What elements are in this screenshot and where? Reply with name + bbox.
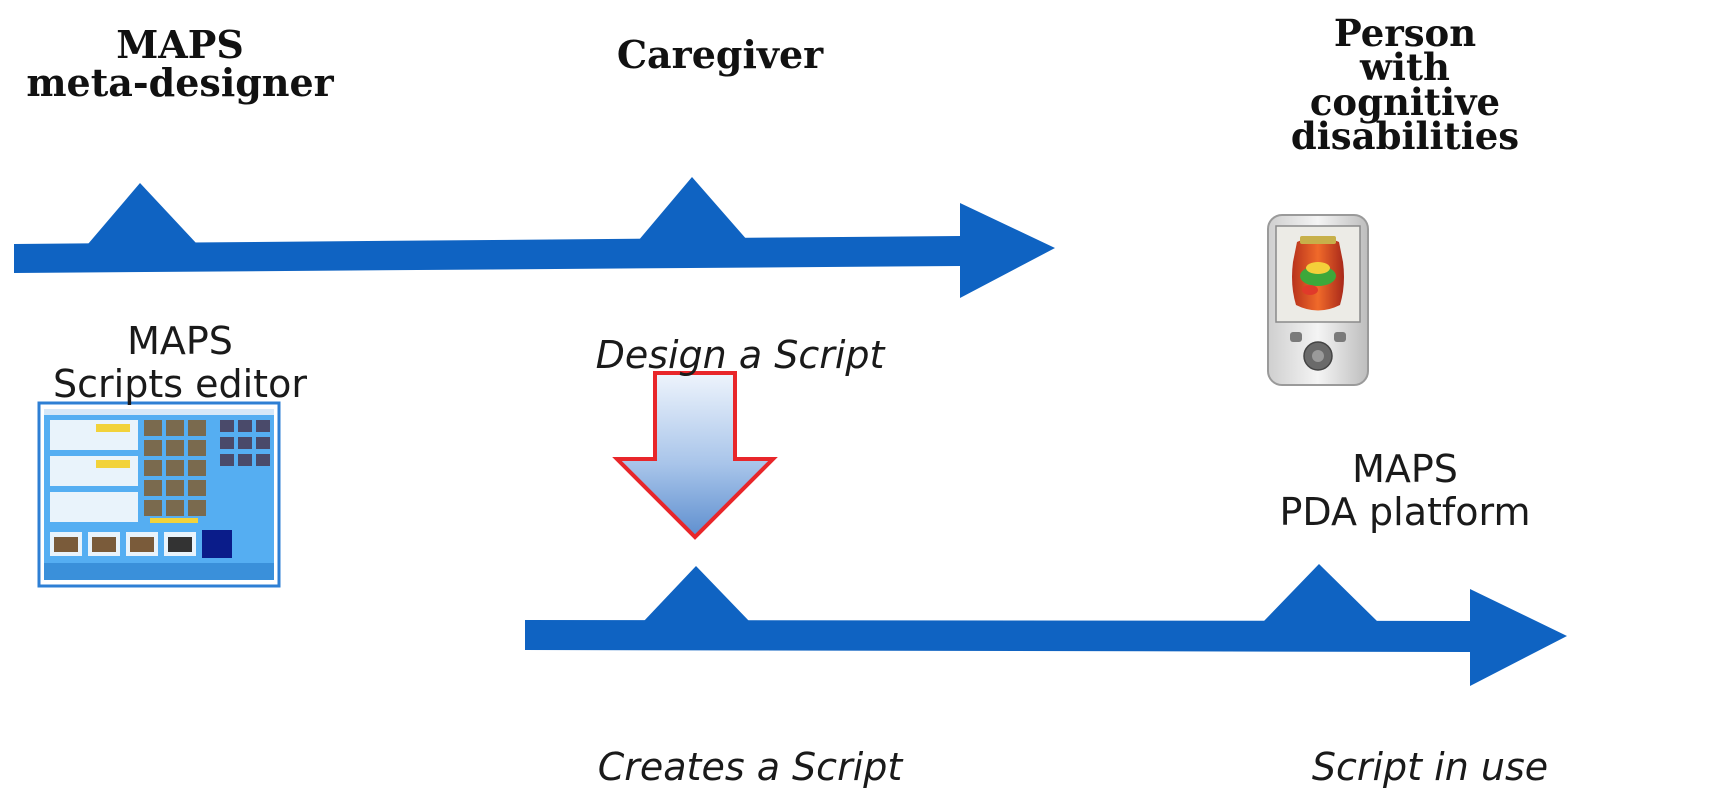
role-meta-designer-line-2: meta-designer: [26, 60, 334, 105]
pda-device-icon: [1267, 214, 1369, 386]
top-marker-caregiver: [638, 177, 748, 241]
down-arrow-icon: [612, 371, 778, 540]
role-person-line-4: disabilities: [1290, 114, 1520, 159]
scripts-editor-screenshot-icon: [37, 401, 281, 588]
scripts-editor-label: MAPS Scripts editor: [15, 320, 345, 405]
bottom-marker-caregiver: [643, 566, 750, 622]
role-person-line-1: Person: [1333, 11, 1477, 55]
top-timeline-shaft: [14, 203, 1055, 298]
bottom-timeline-arrow: [525, 564, 1567, 686]
creates-script-caption: Creates a Script: [597, 745, 903, 789]
role-person-line-3: cognitive: [1309, 79, 1501, 124]
bottom-timeline-shaft: [525, 589, 1567, 686]
bottom-marker-person: [1263, 564, 1378, 622]
role-person: Person with cognitive disabilities: [1265, 11, 1545, 159]
pda-platform-label-line-2: PDA platform: [1279, 489, 1531, 534]
role-caregiver-line-1: Caregiver: [616, 32, 824, 77]
script-in-use-caption: Script in use: [1311, 745, 1549, 789]
role-meta-designer-line-1: MAPS: [116, 22, 244, 67]
top-marker-meta-designer: [88, 183, 197, 244]
role-person-line-2: with: [1360, 45, 1450, 90]
pda-platform-label-line-1: MAPS: [1352, 447, 1458, 491]
scripts-editor-label-line-2: Scripts editor: [53, 361, 307, 406]
top-timeline-arrow: [14, 177, 1055, 298]
pda-platform-label: MAPS PDA platform: [1220, 448, 1590, 533]
role-caregiver: Caregiver: [560, 36, 880, 74]
role-meta-designer: MAPS meta-designer: [0, 26, 360, 102]
scripts-editor-label-line-1: MAPS: [127, 319, 233, 363]
design-script-caption: Design a Script: [595, 333, 885, 377]
